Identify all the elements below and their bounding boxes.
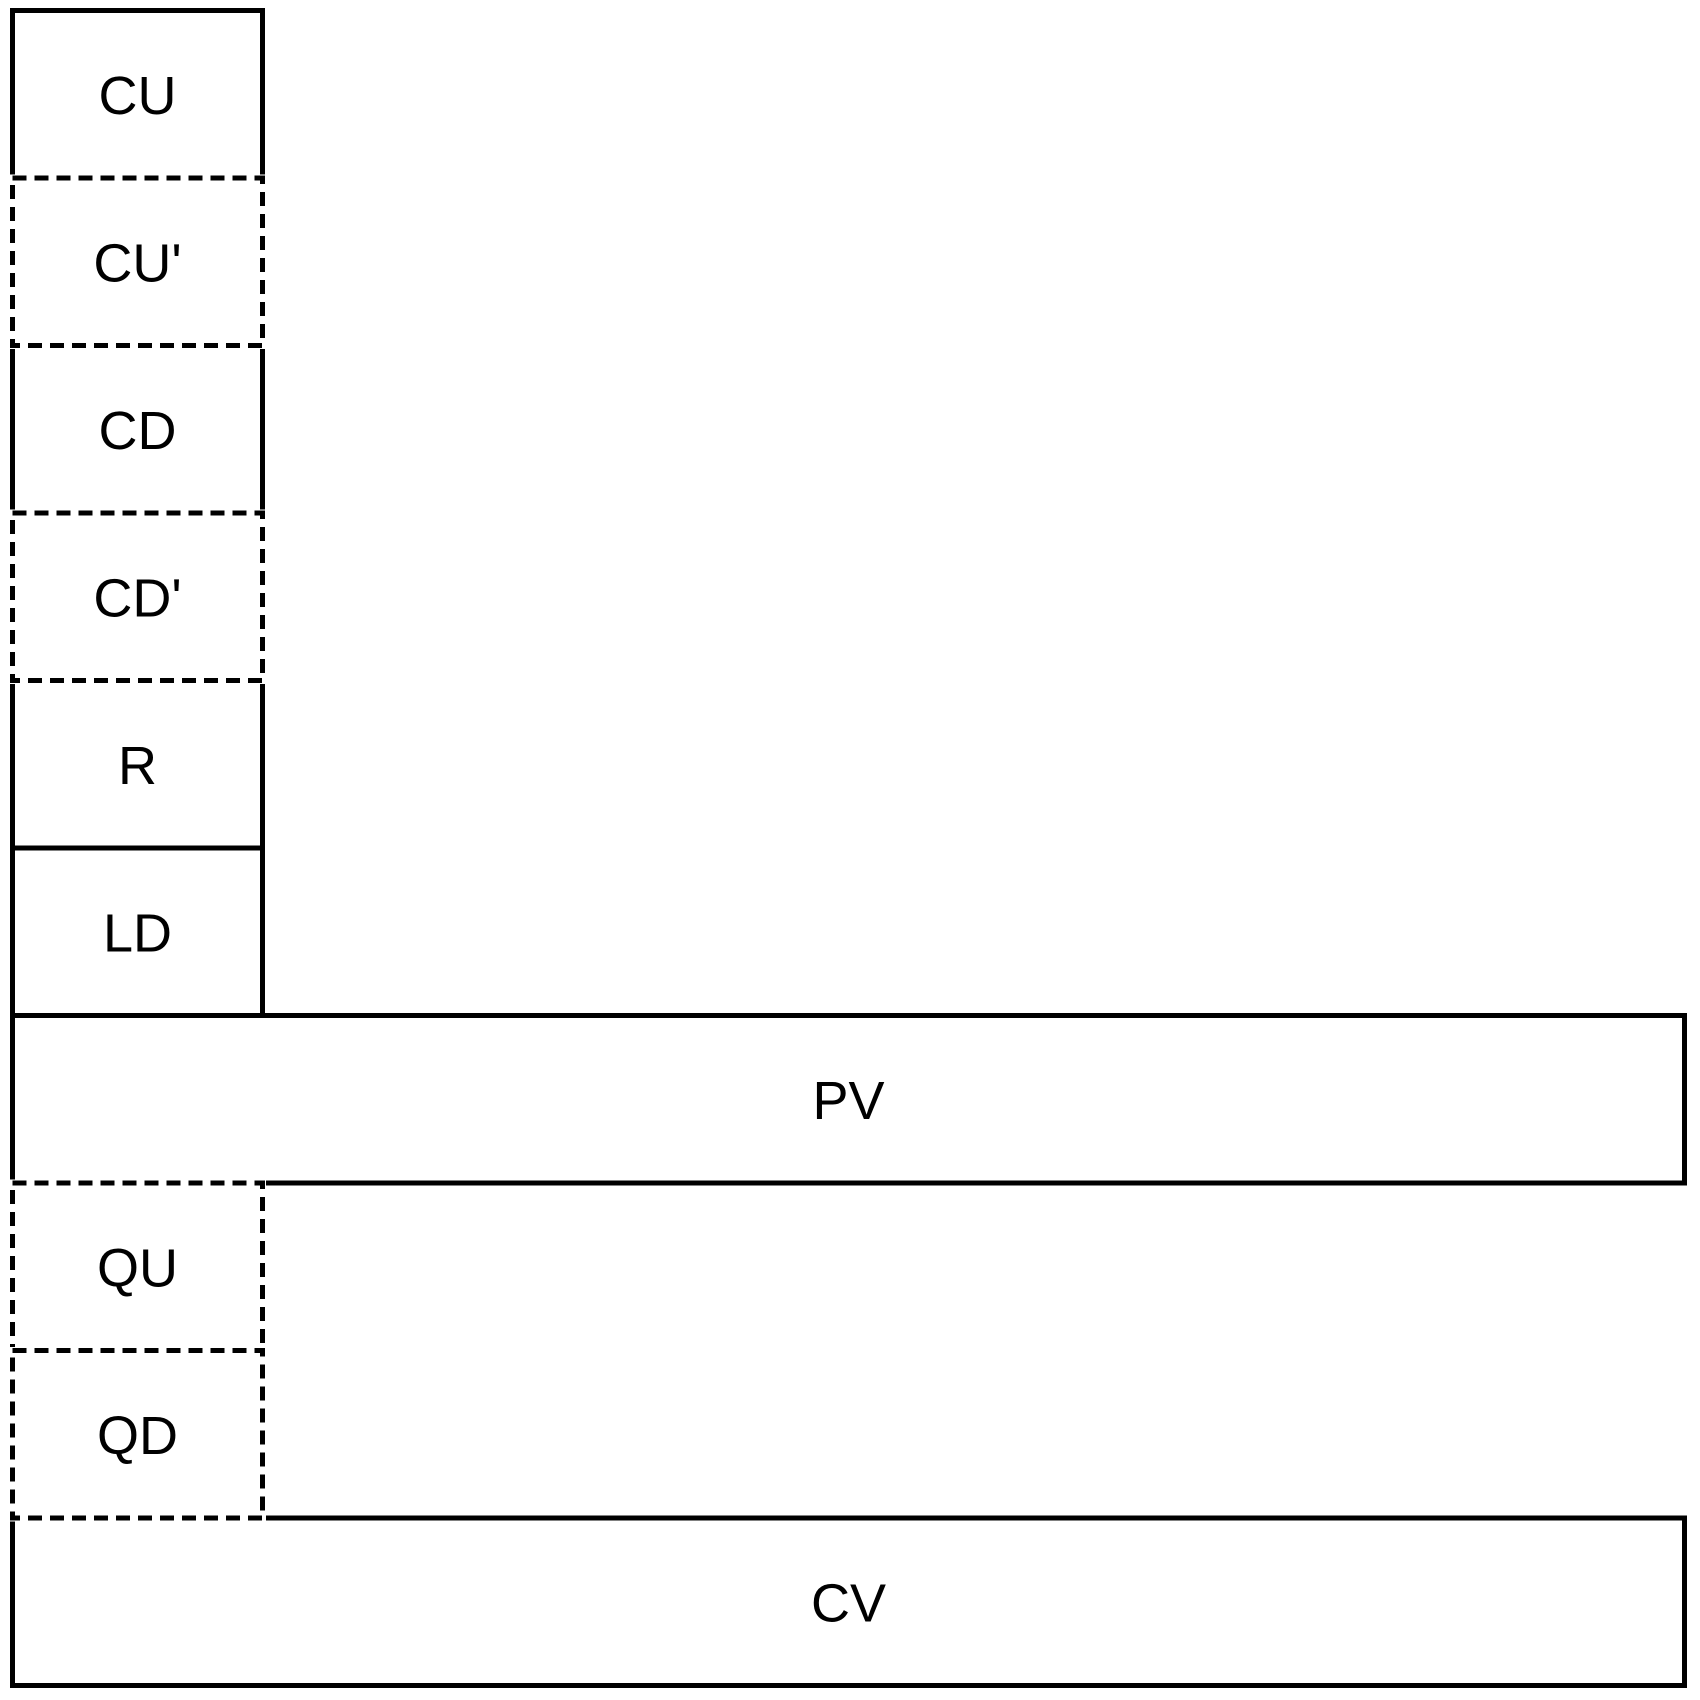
box-cd: CD bbox=[10, 343, 265, 516]
box-cv-label: CV bbox=[811, 1574, 886, 1634]
box-qu: QU bbox=[9, 1179, 266, 1354]
box-pv-rect bbox=[10, 1013, 1687, 1186]
box-r: R bbox=[10, 678, 265, 851]
box-cd-prime-rect bbox=[10, 510, 265, 683]
box-qd: QD bbox=[9, 1347, 266, 1522]
box-ld-label: LD bbox=[103, 904, 172, 964]
box-cu-prime-underlay bbox=[9, 174, 266, 349]
box-ld-rect bbox=[10, 845, 265, 1018]
box-cv-rect bbox=[10, 1515, 1687, 1688]
box-cd-prime-label: CD' bbox=[93, 569, 181, 629]
box-cu-prime: CU' bbox=[9, 174, 266, 349]
box-ld: LD bbox=[10, 845, 265, 1018]
box-cv: CV bbox=[10, 1515, 1687, 1688]
box-qu-underlay bbox=[9, 1179, 266, 1354]
box-pv: PV bbox=[10, 1013, 1687, 1186]
box-qu-label: QU bbox=[97, 1239, 178, 1299]
box-cu: CU bbox=[10, 8, 265, 181]
box-cu-prime-rect bbox=[10, 175, 265, 348]
box-cd-prime-underlay bbox=[9, 509, 266, 684]
box-pv-label: PV bbox=[812, 1071, 884, 1131]
box-cu-rect bbox=[10, 8, 265, 181]
box-qd-rect bbox=[10, 1348, 265, 1521]
box-cu-label: CU bbox=[99, 66, 177, 126]
box-qd-label: QD bbox=[97, 1406, 178, 1466]
box-cd-prime: CD' bbox=[9, 509, 266, 684]
box-cu-prime-label: CU' bbox=[93, 234, 181, 294]
box-qu-rect bbox=[10, 1180, 265, 1353]
box-cd-rect bbox=[10, 343, 265, 516]
box-r-label: R bbox=[118, 736, 157, 796]
box-cd-label: CD bbox=[99, 401, 177, 461]
box-qd-underlay bbox=[9, 1347, 266, 1522]
